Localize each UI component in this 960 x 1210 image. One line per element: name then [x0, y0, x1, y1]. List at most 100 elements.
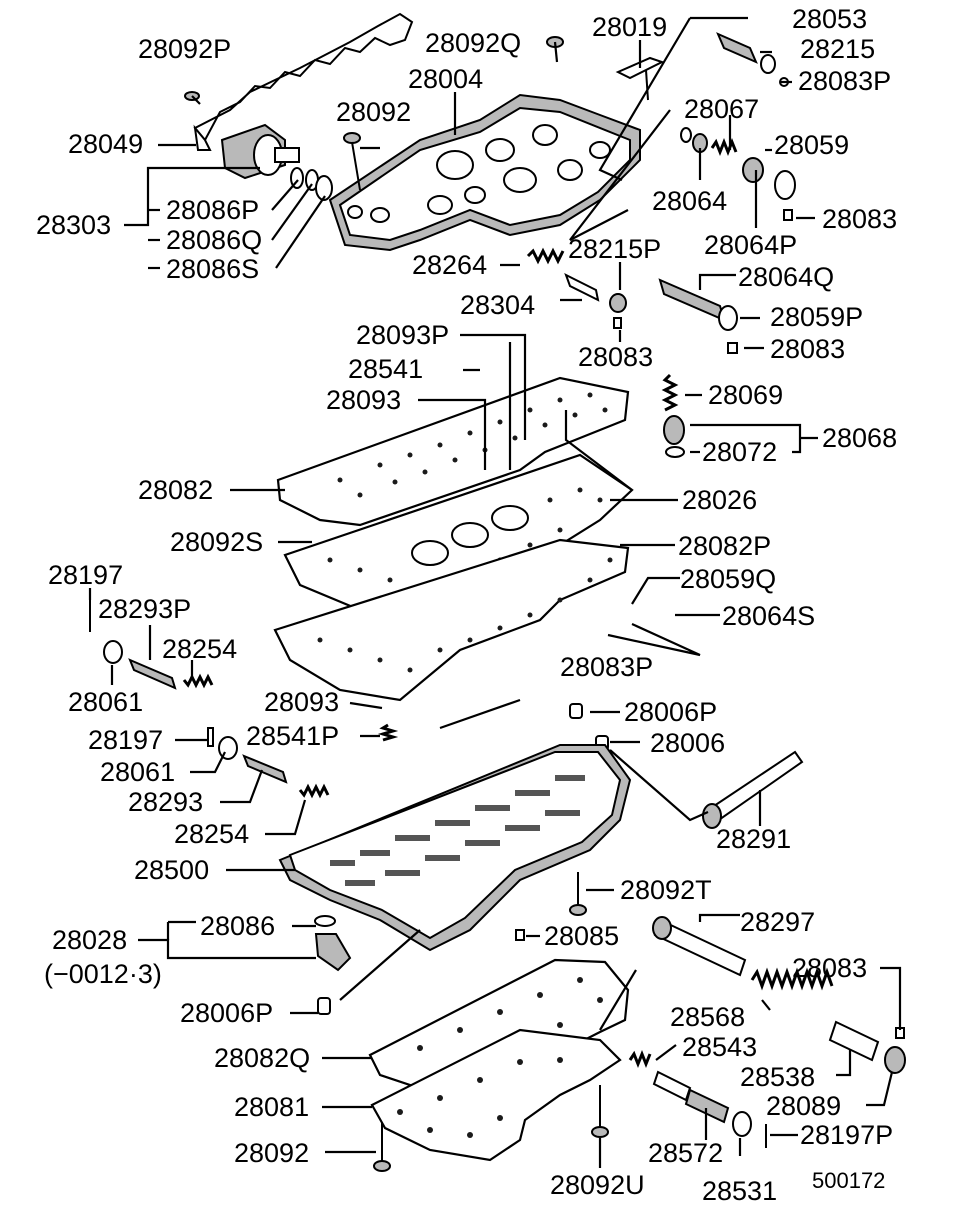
plug-28006P[interactable] — [569, 703, 583, 719]
valve-28067[interactable] — [680, 127, 796, 221]
label-28572[interactable]: 28572 — [648, 1138, 723, 1168]
label-28215P[interactable]: 28215P — [568, 234, 661, 264]
label-28086S[interactable]: 28086S — [166, 254, 259, 284]
label-28006[interactable]: 28006 — [650, 728, 725, 758]
bolt-28092-top[interactable] — [343, 132, 361, 191]
label-28303[interactable]: 28303 — [36, 210, 111, 240]
plate-28082[interactable] — [276, 376, 630, 527]
label-28082Q[interactable]: 28082Q — [214, 1043, 310, 1073]
label-28069[interactable]: 28069 — [708, 380, 783, 410]
plug-28006P-lower[interactable] — [317, 997, 331, 1015]
label-28197-b[interactable]: 28197 — [88, 725, 163, 755]
label-28093-b[interactable]: 28093 — [264, 687, 339, 717]
label-28064S[interactable]: 28064S — [722, 601, 815, 631]
label-28083-c[interactable]: 28083 — [578, 342, 653, 372]
valve-28293P[interactable] — [103, 640, 214, 690]
label-28028[interactable]: 28028 — [52, 925, 127, 955]
label-28006P-b[interactable]: 28006P — [180, 998, 273, 1028]
label-28500[interactable]: 28500 — [134, 855, 209, 885]
bolt-28092P[interactable] — [184, 91, 201, 105]
label-28568[interactable]: 28568 — [670, 1002, 745, 1032]
spring-28069[interactable] — [661, 373, 679, 412]
label-28006P-a[interactable]: 28006P — [624, 697, 717, 727]
label-28083-b[interactable]: 28083 — [770, 334, 845, 364]
valve-28064Q[interactable] — [658, 278, 738, 354]
solenoid-28303[interactable] — [220, 123, 300, 180]
label-28083-a[interactable]: 28083 — [822, 204, 897, 234]
label-28197-a[interactable]: 28197 — [48, 560, 123, 590]
valve-28572[interactable] — [628, 1049, 767, 1148]
label-28093-a[interactable]: 28093 — [326, 385, 401, 415]
label-28053[interactable]: 28053 — [792, 4, 867, 34]
label-28083-d[interactable]: 28083 — [792, 953, 867, 983]
label-28067[interactable]: 28067 — [684, 94, 759, 124]
valve-28297[interactable] — [652, 916, 747, 977]
plate-28082P[interactable] — [273, 538, 630, 702]
accumulator-28068[interactable] — [663, 415, 685, 458]
label-28197P[interactable]: 28197P — [800, 1120, 893, 1150]
upper-valve-body-28004[interactable] — [328, 93, 641, 252]
label-28543[interactable]: 28543 — [682, 1032, 757, 1062]
label-28072[interactable]: 28072 — [702, 437, 777, 467]
label-28064P[interactable]: 28064P — [704, 230, 797, 260]
label-28293[interactable]: 28293 — [128, 787, 203, 817]
label-28092Q[interactable]: 28092Q — [425, 28, 521, 58]
label-28254-b[interactable]: 28254 — [174, 819, 249, 849]
plug-28085[interactable] — [515, 929, 525, 941]
label-28085[interactable]: 28085 — [544, 921, 619, 951]
label-28082[interactable]: 28082 — [138, 475, 213, 505]
label-28061-b[interactable]: 28061 — [100, 757, 175, 787]
label-28064Q[interactable]: 28064Q — [738, 262, 834, 292]
label-28092S[interactable]: 28092S — [170, 527, 263, 557]
label-28092P-top[interactable]: 28092P — [138, 34, 231, 64]
label-28531[interactable]: 28531 — [702, 1176, 777, 1206]
bolt-28092Q[interactable] — [546, 36, 564, 63]
label-28086[interactable]: 28086 — [200, 911, 275, 941]
label-28059[interactable]: 28059 — [774, 130, 849, 160]
sensor-28028[interactable] — [314, 915, 352, 972]
label-28538[interactable]: 28538 — [740, 1062, 815, 1092]
label-28254-a[interactable]: 28254 — [162, 634, 237, 664]
valve-28291[interactable] — [702, 750, 804, 829]
label-28304[interactable]: 28304 — [460, 290, 535, 320]
label-28081[interactable]: 28081 — [234, 1092, 309, 1122]
bolt-28092U[interactable] — [591, 1085, 609, 1138]
label-28083P-top[interactable]: 28083P — [798, 66, 891, 96]
label-28089[interactable]: 28089 — [766, 1091, 841, 1121]
label-28068[interactable]: 28068 — [822, 423, 897, 453]
label-28092T[interactable]: 28092T — [620, 875, 712, 905]
o-rings-28086[interactable] — [290, 167, 333, 201]
label-28541P[interactable]: 28541P — [246, 721, 339, 751]
valve-28538[interactable] — [828, 1020, 906, 1074]
label-28059P[interactable]: 28059P — [770, 302, 863, 332]
plate-28081[interactable] — [370, 1028, 622, 1162]
label-28083P-mid[interactable]: 28083P — [560, 652, 653, 682]
label-28086Q[interactable]: 28086Q — [166, 225, 262, 255]
label-28059Q[interactable]: 28059Q — [680, 564, 776, 594]
lower-valve-body-28500[interactable] — [278, 744, 632, 952]
label-28092U[interactable]: 28092U — [550, 1170, 645, 1200]
label-28004[interactable]: 28004 — [408, 64, 483, 94]
label-28215[interactable]: 28215 — [800, 34, 875, 64]
spring-28264[interactable] — [526, 247, 565, 265]
label-28541[interactable]: 28541 — [348, 354, 423, 384]
label-28019[interactable]: 28019 — [592, 12, 667, 42]
label-28061-a[interactable]: 28061 — [68, 687, 143, 717]
valve-28304[interactable] — [564, 272, 627, 329]
label-28293P[interactable]: 28293P — [98, 594, 191, 624]
label-28291[interactable]: 28291 — [716, 824, 791, 854]
label-28092-top[interactable]: 28092 — [336, 97, 411, 127]
label-28297[interactable]: 28297 — [740, 907, 815, 937]
label-28082P[interactable]: 28082P — [678, 531, 771, 561]
label-28049[interactable]: 28049 — [68, 129, 143, 159]
valve-28053[interactable] — [716, 32, 789, 87]
spring-28568[interactable] — [750, 967, 834, 991]
label-28086P[interactable]: 28086P — [166, 195, 259, 225]
label-28026[interactable]: 28026 — [682, 485, 757, 515]
label-28092-bottom[interactable]: 28092 — [234, 1138, 309, 1168]
bolt-28092-bottom[interactable] — [373, 1122, 391, 1172]
spring-28541P[interactable] — [377, 723, 399, 742]
solenoid-bracket-28049[interactable] — [193, 12, 414, 151]
label-28093P[interactable]: 28093P — [356, 320, 449, 350]
bolt-28092T[interactable] — [569, 872, 587, 916]
